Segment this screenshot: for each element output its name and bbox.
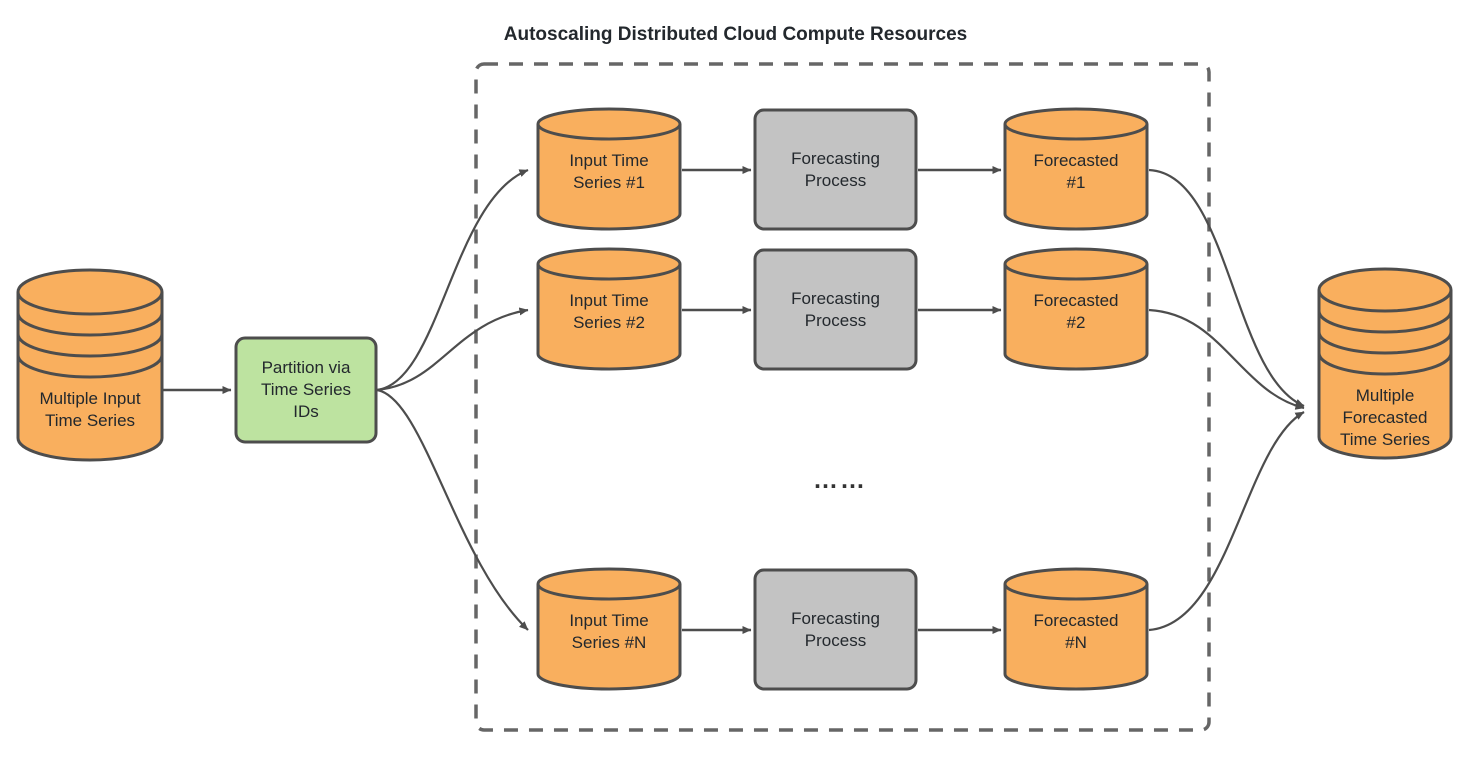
multiple-input-time-series-cylinder xyxy=(16,268,164,462)
ellipsis-indicator: …… xyxy=(813,466,867,494)
edge-partition-to-row1 xyxy=(376,168,529,392)
page-title: Autoscaling Distributed Cloud Compute Re… xyxy=(503,24,968,45)
forecasting-process-2-box xyxy=(753,248,918,371)
edge-row1-to-output-store xyxy=(1148,168,1305,408)
forecasting-process-n-box xyxy=(753,568,918,691)
edge-partition-to-row2 xyxy=(376,307,529,392)
partition-box xyxy=(234,336,378,444)
edge-partition-to-rowN xyxy=(376,388,529,631)
forecasted-1-cylinder xyxy=(1003,107,1149,231)
forecasted-n-cylinder xyxy=(1003,567,1149,691)
cloud-boundary xyxy=(474,62,1211,732)
input-time-series-2-cylinder xyxy=(536,247,682,371)
forecasting-process-1-box xyxy=(753,108,918,231)
input-time-series-n-cylinder xyxy=(536,567,682,691)
edge-row2-to-output-store xyxy=(1148,308,1305,410)
forecasted-2-cylinder xyxy=(1003,247,1149,371)
multiple-forecasted-time-series-cylinder xyxy=(1317,267,1453,460)
input-time-series-1-cylinder xyxy=(536,107,682,231)
edge-rowN-to-output-store xyxy=(1148,411,1305,632)
